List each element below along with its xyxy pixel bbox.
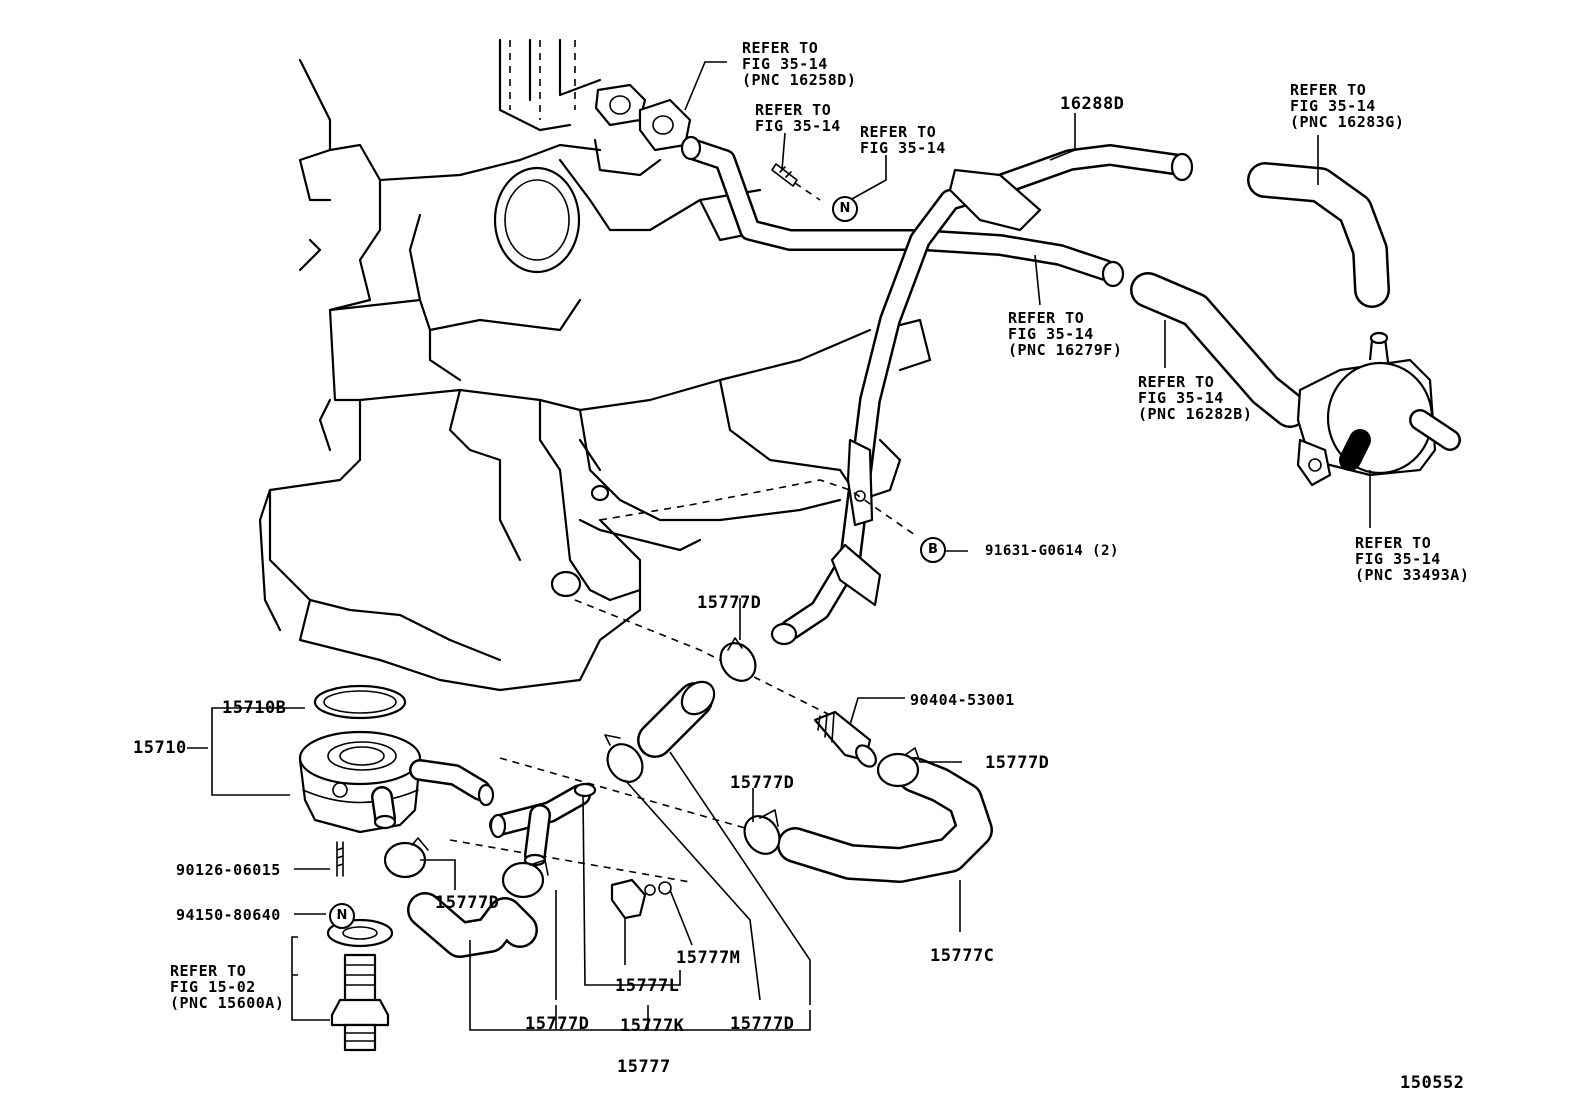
refer-line-2: FIG 35-14 — [1355, 550, 1441, 568]
union-leader — [574, 599, 831, 716]
part-15710: 15710 — [133, 738, 187, 758]
upper-water-bypass-pipe — [680, 135, 1125, 288]
refer-line-1: REFER TO — [1290, 81, 1367, 99]
refer-line-1: REFER TO — [1355, 534, 1432, 552]
refer-line-1: REFER TO — [860, 123, 937, 141]
part-15777K: 15777K — [620, 1016, 685, 1036]
illustration-number: 150552 — [1400, 1073, 1465, 1093]
union-15600A — [326, 918, 394, 1052]
symbol-n-top: N — [832, 196, 858, 222]
part-90126-06015: 90126-06015 — [176, 861, 281, 879]
refer-note-16279F: REFER TO FIG 35-14 (PNC 16279F) — [1008, 310, 1122, 358]
part-15777D-top: 15777D — [697, 593, 762, 613]
refer-line-2: FIG 35-14 — [1008, 325, 1094, 343]
refer-line-2: FIG 15-02 — [170, 978, 256, 996]
part-15777M: 15777M — [676, 948, 741, 968]
part-91631-G0614: 91631-G0614 (2) — [985, 543, 1119, 559]
refer-note-16283G: REFER TO FIG 35-14 (PNC 16283G) — [1290, 82, 1404, 130]
hose-16283G — [1247, 162, 1390, 308]
clamp-leader-1 — [499, 757, 746, 829]
refer-line-1: REFER TO — [1008, 309, 1085, 327]
union-90404 — [813, 710, 877, 768]
refer-note-b: REFER TO FIG 35-14 — [860, 124, 946, 156]
refer-line-3: (PNC 15600A) — [170, 994, 285, 1012]
refer-line-2: FIG 35-14 — [742, 55, 828, 73]
bolt-b-leader — [599, 479, 916, 536]
symbol-b-bolt: B — [920, 537, 946, 563]
refer-note-15600A: REFER TO FIG 15-02 (PNC 15600A) — [170, 963, 284, 1011]
hose-clamps — [383, 637, 921, 899]
part-15777D-right: 15777D — [985, 753, 1050, 773]
refer-line-1: REFER TO — [170, 962, 247, 980]
part-15777D-bottom-1: 15777D — [525, 1014, 590, 1034]
refer-line-3: (PNC 16282B) — [1138, 405, 1253, 423]
hose-16288D — [770, 144, 1194, 646]
refer-line-3: (PNC 16283G) — [1290, 113, 1405, 131]
refer-line-1: REFER TO — [755, 101, 832, 119]
clamp-leader-2 — [449, 839, 691, 883]
part-94150-80640: 94150-80640 — [176, 906, 281, 924]
part-15710B: 15710B — [222, 698, 287, 718]
leader-lines — [187, 61, 1371, 1031]
refer-line-1: REFER TO — [1138, 373, 1215, 391]
part-15777D-mid: 15777D — [730, 773, 795, 793]
part-15777L: 15777L — [615, 976, 680, 996]
part-15777: 15777 — [617, 1057, 671, 1077]
engine-block-outline — [258, 38, 932, 692]
refer-note-33493A: REFER TO FIG 35-14 (PNC 33493A) — [1355, 535, 1469, 583]
oil-cooler-15710 — [298, 684, 495, 834]
refer-line-1: REFER TO — [742, 39, 819, 57]
stud-bolt — [771, 163, 821, 201]
refer-note-16258D: REFER TO FIG 35-14 (PNC 16258D) — [742, 40, 856, 88]
cooling-unit-33493A — [1296, 331, 1461, 487]
part-90404-53001: 90404-53001 — [910, 691, 1015, 709]
tee-joint — [489, 782, 597, 867]
refer-line-3: (PNC 16279F) — [1008, 341, 1123, 359]
refer-line-2: FIG 35-14 — [860, 139, 946, 157]
refer-line-3: (PNC 33493A) — [1355, 566, 1470, 584]
refer-line-2: FIG 35-14 — [1138, 389, 1224, 407]
symbol-n-bottom: N — [329, 903, 355, 929]
part-15777C: 15777C — [930, 946, 995, 966]
refer-line-2: FIG 35-14 — [1290, 97, 1376, 115]
part-15777D-bottom-2: 15777D — [730, 1014, 795, 1034]
refer-note-16282B: REFER TO FIG 35-14 (PNC 16282B) — [1138, 374, 1252, 422]
part-15777D-left: 15777D — [435, 893, 500, 913]
hose-15777D-upper — [637, 680, 716, 758]
hose-16282B — [1130, 272, 1308, 428]
stud-90126 — [336, 841, 344, 877]
part-16288D: 16288D — [1060, 94, 1125, 114]
hose-15777K — [407, 892, 538, 958]
refer-line-3: (PNC 16258D) — [742, 71, 857, 89]
refer-line-2: FIG 35-14 — [755, 117, 841, 135]
hose-15777C — [777, 757, 993, 883]
gasket-pair — [594, 83, 692, 152]
drain-cock — [610, 878, 672, 920]
refer-note-a: REFER TO FIG 35-14 — [755, 102, 841, 134]
